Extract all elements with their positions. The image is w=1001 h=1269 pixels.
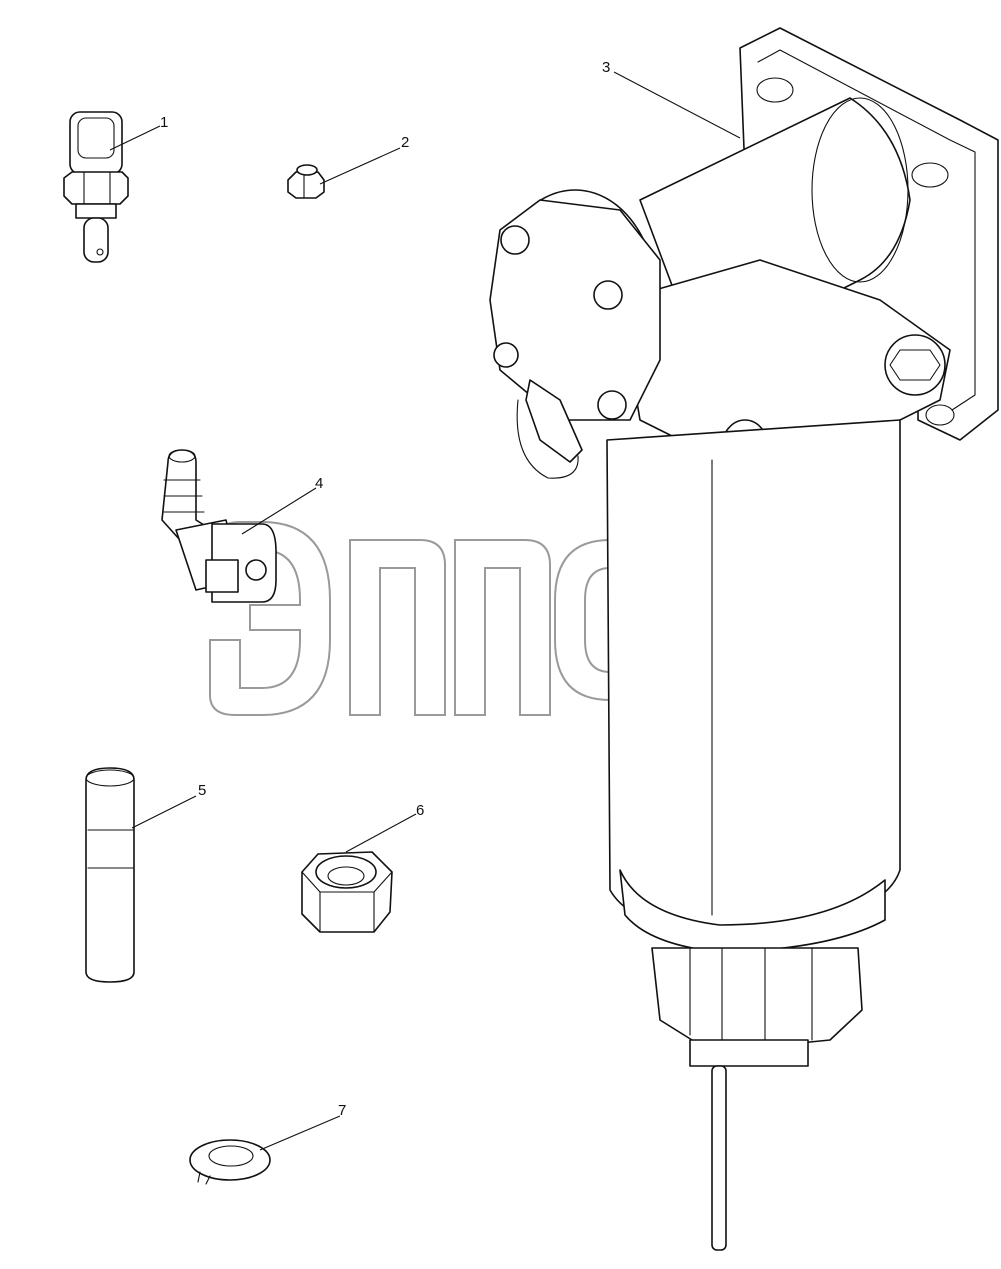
leader-1 <box>109 125 161 151</box>
callout-4: 4 <box>315 475 323 492</box>
callout-3: 3 <box>602 59 610 76</box>
part-3-filter-assembly <box>489 27 999 1251</box>
leader-4 <box>241 487 317 535</box>
leader-2 <box>319 147 401 185</box>
callout-6: 6 <box>416 802 424 819</box>
callout-labels: 1 2 3 4 5 6 7 <box>160 59 610 1119</box>
part-2-plug <box>287 164 325 199</box>
callout-1: 1 <box>160 114 168 131</box>
part-4-elbow-connector <box>161 449 277 603</box>
leader-7 <box>259 1115 341 1151</box>
part-6-hex-nut <box>301 851 393 933</box>
leader-lines <box>109 71 741 1151</box>
leader-5 <box>131 795 197 829</box>
callout-7: 7 <box>338 1102 346 1119</box>
leader-6 <box>345 813 417 853</box>
part-7-spring-washer <box>189 1139 271 1185</box>
part-5-pin <box>85 767 135 983</box>
callout-2: 2 <box>401 134 409 151</box>
callout-5: 5 <box>198 782 206 799</box>
part-1-sensor <box>63 111 129 263</box>
leader-3 <box>613 71 741 139</box>
